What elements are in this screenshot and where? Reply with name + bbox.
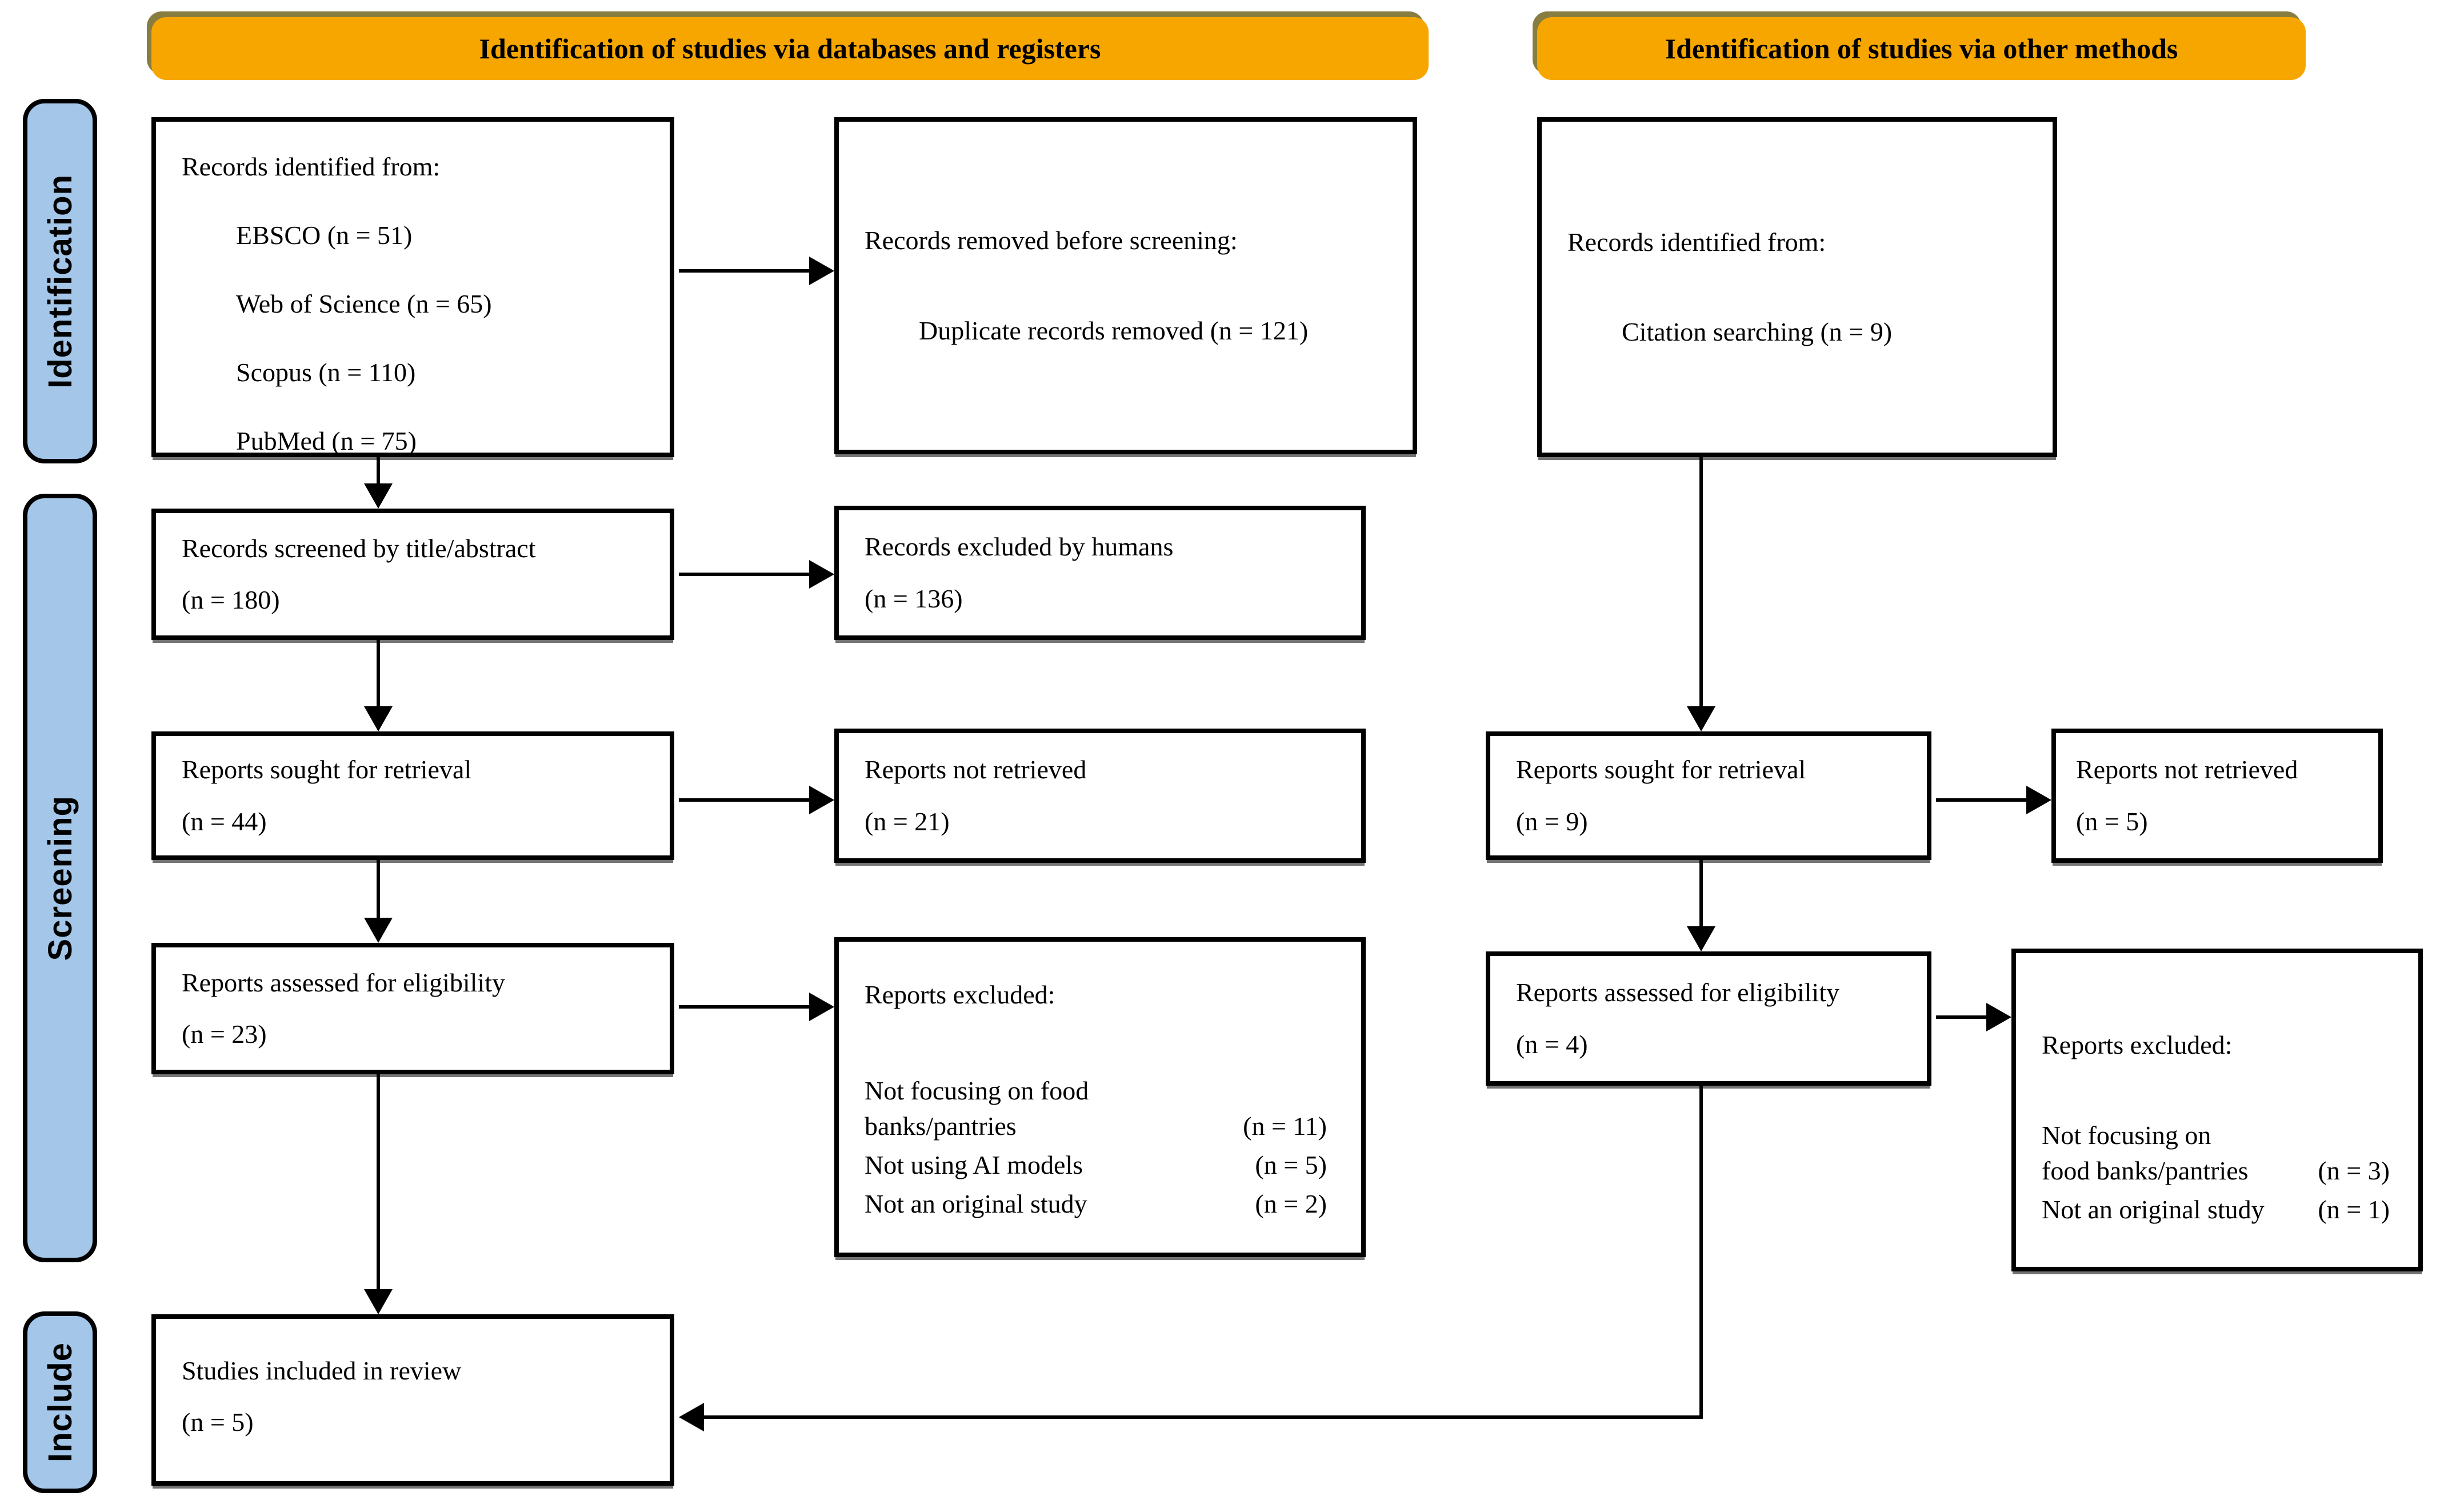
reason-label: Not focusing on food banks/pantries — [2042, 1121, 2249, 1186]
stage-label-screening: Screening — [23, 494, 97, 1262]
arrow-assessed-other-to-included-vertical — [1699, 1086, 1703, 1419]
arrow-screened-to-sought-line — [377, 640, 380, 707]
arrow-identified-to-screened-head — [364, 483, 393, 509]
box-records-identified-databases: Records identified from: EBSCO (n = 51) … — [151, 117, 674, 457]
stage-label-include: Include — [23, 1311, 97, 1493]
box-title: Records identified from: — [182, 152, 441, 181]
box-records-identified-other: Records identified from: Citation search… — [1537, 117, 2057, 457]
box-title: Records identified from: — [1567, 227, 1826, 257]
reason-label: Not an original study — [2042, 1195, 2265, 1225]
box-line1: Records screened by title/abstract — [182, 533, 536, 563]
arrow-assessed-other-to-included-horizontal — [702, 1415, 1703, 1419]
arrow-assessed-other-to-excluded-head — [1986, 1003, 2011, 1031]
header-databases-registers: Identification of studies via databases … — [151, 17, 1429, 80]
box-line1: Reports assessed for eligibility — [182, 967, 505, 997]
reason-count: (n = 11) — [1243, 1111, 1327, 1141]
arrow-assessed-other-to-included-head — [679, 1403, 704, 1431]
box-count: (n = 9) — [1516, 806, 1588, 836]
arrow-screened-to-excluded-line — [679, 573, 811, 576]
box-count: (n = 180) — [182, 585, 280, 614]
source-pubmed: PubMed (n = 75) — [236, 426, 417, 456]
arrow-assessed-to-excluded-line — [679, 1005, 811, 1009]
box-count: (n = 136) — [865, 583, 963, 613]
citation-searching: Citation searching (n = 9) — [1622, 317, 1893, 346]
arrow-assessed-to-included-line — [377, 1074, 380, 1290]
reason-label: Not focusing on food banks/pantries — [865, 1076, 1089, 1141]
arrow-citation-to-sought-line — [1699, 457, 1703, 707]
reason-count: (n = 2) — [1255, 1189, 1327, 1219]
box-line1: Records excluded by humans — [865, 532, 1174, 562]
arrow-identified-to-screened-line — [377, 457, 380, 486]
arrow-sought-other-to-assessed-head — [1687, 926, 1715, 951]
box-records-screened: Records screened by title/abstract (n = … — [151, 509, 674, 640]
arrow-sought-to-notretrieved-line — [679, 798, 811, 802]
box-reports-excluded-databases: Reports excluded: Not focusing on food b… — [834, 937, 1366, 1257]
box-reports-not-retrieved-other: Reports not retrieved (n = 5) — [2051, 729, 2383, 863]
box-line1: Reports assessed for eligibility — [1516, 978, 1839, 1007]
box-records-removed-before-screening: Records removed before screening: Duplic… — [834, 117, 1417, 454]
reason-label: Not using AI models — [865, 1150, 1083, 1180]
reason-label: Not an original study — [865, 1189, 1087, 1219]
box-reports-assessed-databases: Reports assessed for eligibility (n = 23… — [151, 943, 674, 1074]
arrow-citation-to-sought-head — [1687, 706, 1715, 731]
box-line1: Reports not retrieved — [2076, 755, 2298, 785]
box-reports-assessed-other: Reports assessed for eligibility (n = 4) — [1486, 951, 1931, 1086]
box-count: (n = 21) — [865, 806, 950, 836]
arrow-identified-to-removed-head — [809, 257, 834, 285]
arrow-assessed-to-included-head — [364, 1289, 393, 1314]
box-records-excluded-humans: Records excluded by humans (n = 136) — [834, 506, 1366, 640]
arrow-sought-to-notretrieved-head — [809, 786, 834, 814]
arrow-sought-other-to-notretrieved-head — [2026, 786, 2051, 814]
box-studies-included: Studies included in review (n = 5) — [151, 1314, 674, 1486]
exclusion-reason: Not an original study (n = 1) — [2042, 1192, 2390, 1227]
box-count: (n = 5) — [182, 1407, 254, 1437]
box-count: (n = 44) — [182, 806, 267, 836]
arrow-screened-to-excluded-head — [809, 560, 834, 589]
duplicates-removed: Duplicate records removed (n = 121) — [919, 315, 1309, 345]
box-line1: Reports sought for retrieval — [182, 755, 472, 785]
stage-label-identification-text: Identification — [41, 174, 79, 389]
exclusion-reason: Not focusing on food banks/pantries (n =… — [2042, 1118, 2390, 1189]
box-count: (n = 4) — [1516, 1029, 1588, 1059]
reason-count: (n = 1) — [2318, 1195, 2390, 1225]
box-reports-sought-other: Reports sought for retrieval (n = 9) — [1486, 731, 1931, 860]
source-web-of-science: Web of Science (n = 65) — [236, 289, 492, 319]
exclusion-reason: Not an original study (n = 2) — [865, 1186, 1327, 1222]
box-title: Records removed before screening: — [865, 226, 1238, 255]
box-count: (n = 5) — [2076, 806, 2148, 836]
box-count: (n = 23) — [182, 1019, 267, 1049]
arrow-assessed-to-excluded-head — [809, 993, 834, 1021]
box-title: Reports excluded: — [865, 980, 1055, 1009]
source-ebsco: EBSCO (n = 51) — [236, 221, 413, 250]
arrow-assessed-other-to-excluded-line — [1936, 1015, 1989, 1019]
exclusion-reason: Not focusing on food banks/pantries (n =… — [865, 1073, 1327, 1144]
arrow-sought-other-to-notretrieved-line — [1936, 798, 2027, 802]
exclusion-reason: Not using AI models (n = 5) — [865, 1147, 1327, 1183]
box-line1: Reports not retrieved — [865, 755, 1087, 785]
stage-label-identification: Identification — [23, 99, 97, 463]
source-scopus: Scopus (n = 110) — [236, 358, 416, 387]
box-title: Reports excluded: — [2042, 1030, 2233, 1059]
arrow-sought-to-assessed-head — [364, 918, 393, 943]
box-reports-not-retrieved-databases: Reports not retrieved (n = 21) — [834, 729, 1366, 863]
header-other-methods: Identification of studies via other meth… — [1537, 17, 2306, 80]
reason-count: (n = 5) — [1255, 1150, 1327, 1180]
arrow-identified-to-removed-line — [679, 269, 811, 273]
box-line1: Reports sought for retrieval — [1516, 755, 1806, 785]
box-line1: Studies included in review — [182, 1356, 462, 1385]
arrow-screened-to-sought-head — [364, 706, 393, 731]
stage-label-screening-text: Screening — [41, 795, 79, 961]
arrow-sought-to-assessed-line — [377, 860, 380, 919]
reason-count: (n = 3) — [2318, 1156, 2390, 1186]
arrow-sought-other-to-assessed-line — [1699, 860, 1703, 927]
box-reports-excluded-other: Reports excluded: Not focusing on food b… — [2011, 949, 2423, 1271]
stage-label-include-text: Include — [41, 1342, 79, 1463]
box-reports-sought-databases: Reports sought for retrieval (n = 44) — [151, 731, 674, 860]
